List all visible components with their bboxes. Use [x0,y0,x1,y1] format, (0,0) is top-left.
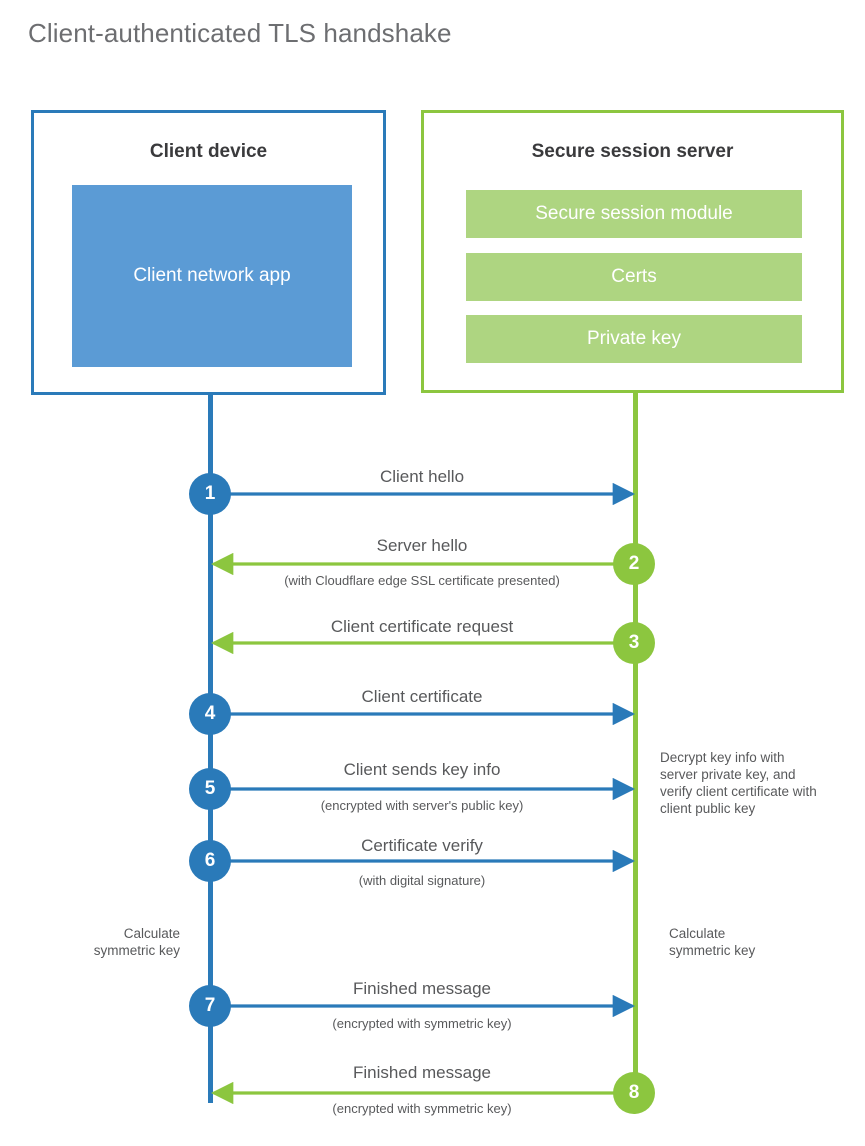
step-7-label: Finished message [353,979,491,998]
step-badge-2[interactable]: 2 [613,543,655,585]
step-badge-4[interactable]: 4 [189,693,231,735]
client-calc-line-1: Calculate [123,926,180,941]
client-lifeline [208,393,213,1103]
client-network-app-block: Client network app [72,185,352,367]
server-item-certs: Certs [466,253,802,301]
step-1-label: Client hello [379,467,465,486]
step-4-label: Client certificate [361,687,483,706]
client-calculate-symmetric-key-annotation: Calculate symmetric key [20,925,180,959]
client-calc-line-2: symmetric key [93,943,180,958]
step-8-label: Finished message [353,1063,491,1082]
step-3-label: Client certificate request [330,617,514,636]
page-title: Client-authenticated TLS handshake [28,18,452,48]
step-badge-7[interactable]: 7 [189,985,231,1027]
step-2-label: Server hello [376,536,468,555]
server-item-private-key: Private key [466,315,802,363]
step-8-sublabel: (encrypted with symmetric key) [332,1101,512,1116]
step-badge-6[interactable]: 6 [189,840,231,882]
server-decrypt-annotation: Decrypt key info with server private key… [660,750,817,816]
step-6-sublabel: (with digital signature) [358,873,486,888]
step-2-sublabel: (with Cloudflare edge SSL certificate pr… [284,573,560,588]
step-badge-5[interactable]: 5 [189,768,231,810]
client-device-box: Client device Client network app [31,110,386,395]
server-lifeline [633,391,638,1096]
server-calc-line-1: Calculate [669,926,726,941]
step-badge-8[interactable]: 8 [613,1072,655,1114]
step-5-sublabel: (encrypted with server's public key) [320,798,524,813]
server-calc-line-2: symmetric key [669,943,756,958]
step-6-label: Certificate verify [361,836,483,855]
server-calculate-symmetric-key-annotation: Calculate symmetric key [669,925,829,959]
step-badge-1[interactable]: 1 [189,473,231,515]
secure-session-server-title: Secure session server [531,141,734,162]
client-device-title: Client device [149,141,268,162]
step-badge-3[interactable]: 3 [613,622,655,664]
secure-session-server-box: Secure session server Secure session mod… [421,110,844,393]
server-item-secure-session-module: Secure session module [466,190,802,238]
step-5-label: Client sends key info [343,760,501,779]
step-7-sublabel: (encrypted with symmetric key) [332,1016,512,1031]
